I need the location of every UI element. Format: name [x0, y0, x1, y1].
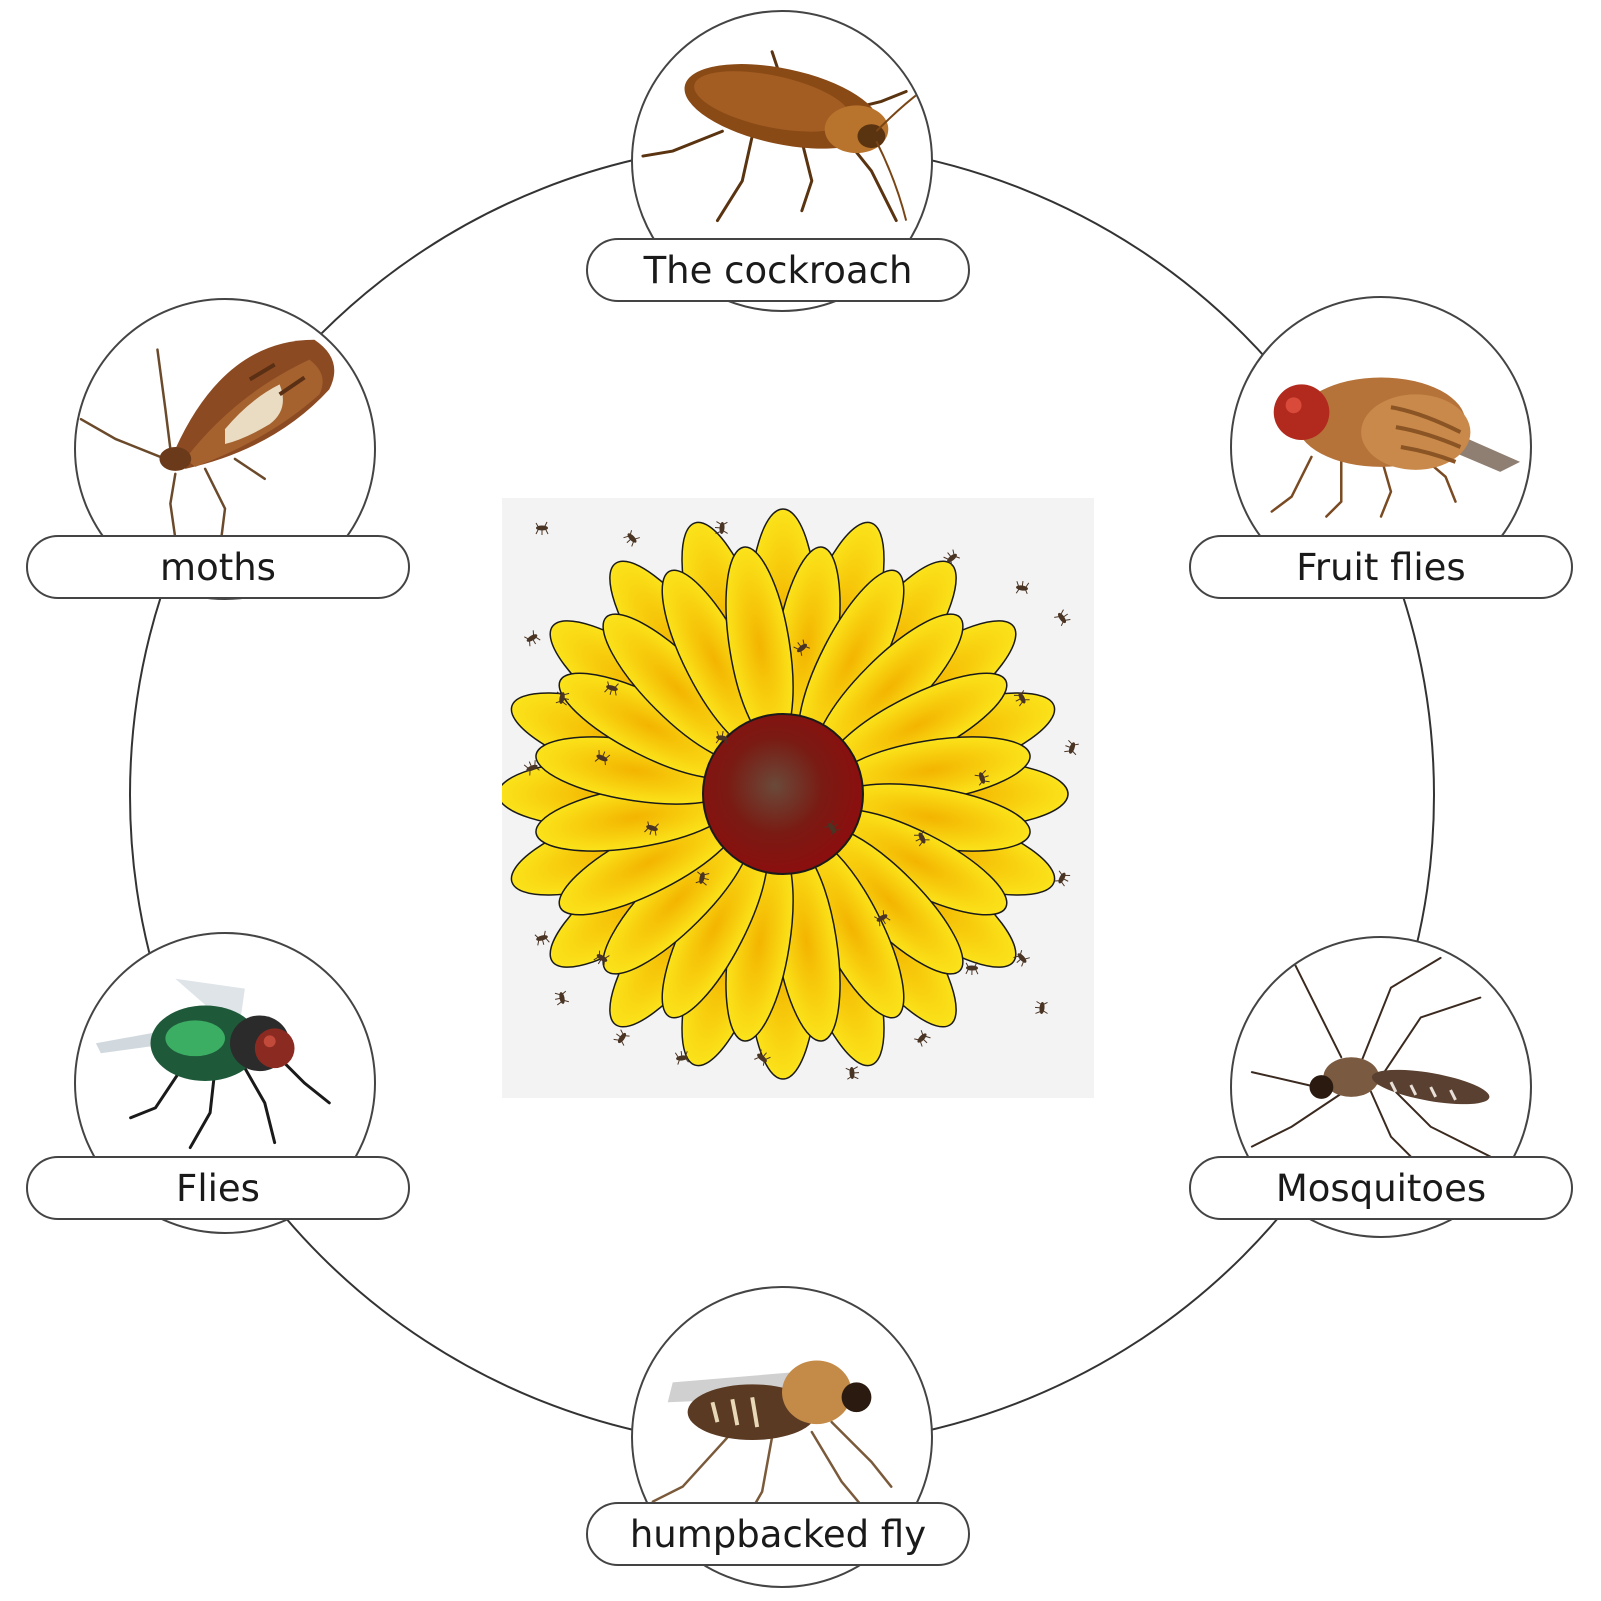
label-fruit-flies-text: Fruit flies: [1296, 545, 1466, 589]
gnat-icon: [1013, 690, 1030, 707]
gnat-icon: [754, 1049, 771, 1066]
gnat-icon: [604, 681, 619, 696]
gnat-icon: [534, 930, 550, 946]
gnat-icon: [943, 549, 960, 566]
label-mosquitoes: Mosquitoes: [1189, 1156, 1573, 1220]
label-moths: moths: [26, 535, 410, 599]
label-fruit-flies: Fruit flies: [1189, 535, 1573, 599]
gnat-icon: [594, 750, 611, 766]
gnat-icon: [613, 1029, 630, 1046]
label-cockroach-text: The cockroach: [643, 248, 913, 292]
gnat-icon: [555, 691, 570, 706]
gnat-icon: [523, 760, 540, 776]
gnat-icon: [1054, 609, 1071, 626]
label-humpbacked-fly: humpbacked fly: [586, 1502, 970, 1566]
sunflower-trap-icon: [502, 508, 1079, 1080]
gnat-icon: [965, 961, 979, 976]
gnat-icon: [874, 910, 891, 927]
gnat-icon: [914, 1030, 931, 1047]
gnat-icon: [593, 950, 610, 967]
gnat-icon: [793, 639, 810, 656]
flower-center: [702, 713, 864, 875]
label-moths-text: moths: [160, 545, 276, 589]
gnat-icon: [1013, 950, 1030, 967]
gnat-icon: [623, 530, 640, 547]
housefly-icon: [95, 978, 331, 1150]
gnat-icon: [1054, 870, 1071, 887]
label-humpbacked-fly-text: humpbacked fly: [629, 1512, 927, 1556]
petals-inner-ring: [535, 546, 1031, 1042]
gnat-icon: [554, 990, 569, 1006]
gnat-icon: [715, 730, 730, 745]
gnat-icon: [644, 821, 659, 836]
gnat-icon: [845, 1066, 860, 1080]
mosquito-icon: [1250, 956, 1512, 1178]
label-flies-text: Flies: [176, 1166, 260, 1210]
gnat-icon: [824, 819, 841, 836]
fruit-fly-icon: [1270, 377, 1521, 518]
sunflower-trap-image: [502, 498, 1094, 1098]
gnat-icon: [1015, 580, 1030, 594]
moth-icon: [79, 339, 335, 550]
label-flies: Flies: [26, 1156, 410, 1220]
gnat-icon: [714, 521, 728, 535]
label-mosquitoes-text: Mosquitoes: [1275, 1166, 1487, 1210]
small-insects: [523, 521, 1079, 1080]
label-cockroach: The cockroach: [586, 238, 970, 302]
cockroach-icon: [641, 50, 922, 223]
gnat-icon: [695, 871, 710, 886]
gnat-icon: [913, 830, 930, 847]
gnat-icon: [1034, 1001, 1048, 1014]
gnat-icon: [674, 1050, 689, 1065]
gnat-icon: [524, 630, 541, 647]
gnat-icon: [974, 770, 990, 786]
gnat-icon: [535, 521, 549, 535]
gnat-icon: [1064, 739, 1079, 756]
humpbacked-fly-icon: [651, 1360, 893, 1528]
